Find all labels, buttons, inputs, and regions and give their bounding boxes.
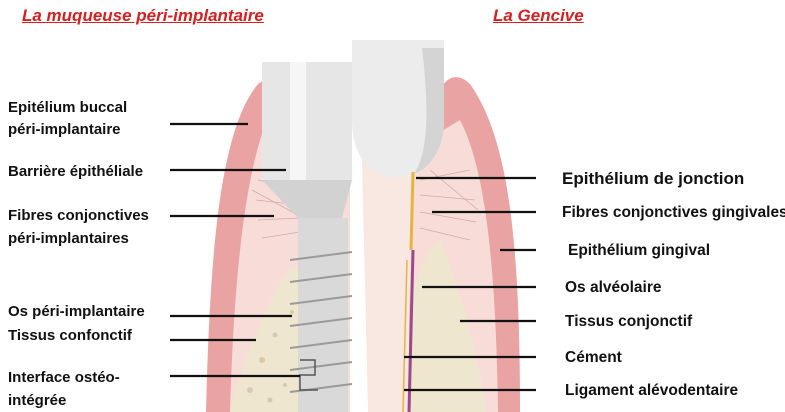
label-epitelium-buccal-line2: péri-implantaire (8, 120, 121, 139)
implant-abutment-highlight (290, 62, 306, 180)
label-epithelium-gingival: Epithélium gingival (568, 241, 710, 260)
label-interface-line2: intégrée (8, 391, 66, 410)
label-epithelium-jonction: Epithélium de jonction (562, 169, 744, 188)
label-os-peri-implantaire: Os péri-implantaire (8, 302, 145, 321)
label-cement: Cément (565, 348, 622, 367)
label-fibres-line1: Fibres conjonctives (8, 206, 149, 225)
label-interface-line1: Interface ostéo- (8, 368, 120, 387)
implant-abutment (262, 62, 352, 180)
label-epitelium-buccal-line1: Epitélium buccal (8, 98, 127, 117)
label-tissus-confonctif: Tissus confonctif (8, 326, 132, 345)
label-ligament: Ligament alévodentaire (565, 381, 738, 400)
label-fibres-line2: péri-implantaires (8, 229, 129, 248)
label-barriere-epitheliale: Barrière épithéliale (8, 162, 143, 181)
label-tissus-conjonctif: Tissus conjonctif (565, 312, 692, 331)
implant-body (298, 218, 348, 412)
junctional-epithelium-line (411, 172, 413, 250)
left-illustration (206, 62, 352, 412)
label-fibres-gingivales: Fibres conjonctives gingivales (562, 203, 785, 222)
label-os-alveolaire: Os alvéolaire (565, 278, 662, 297)
